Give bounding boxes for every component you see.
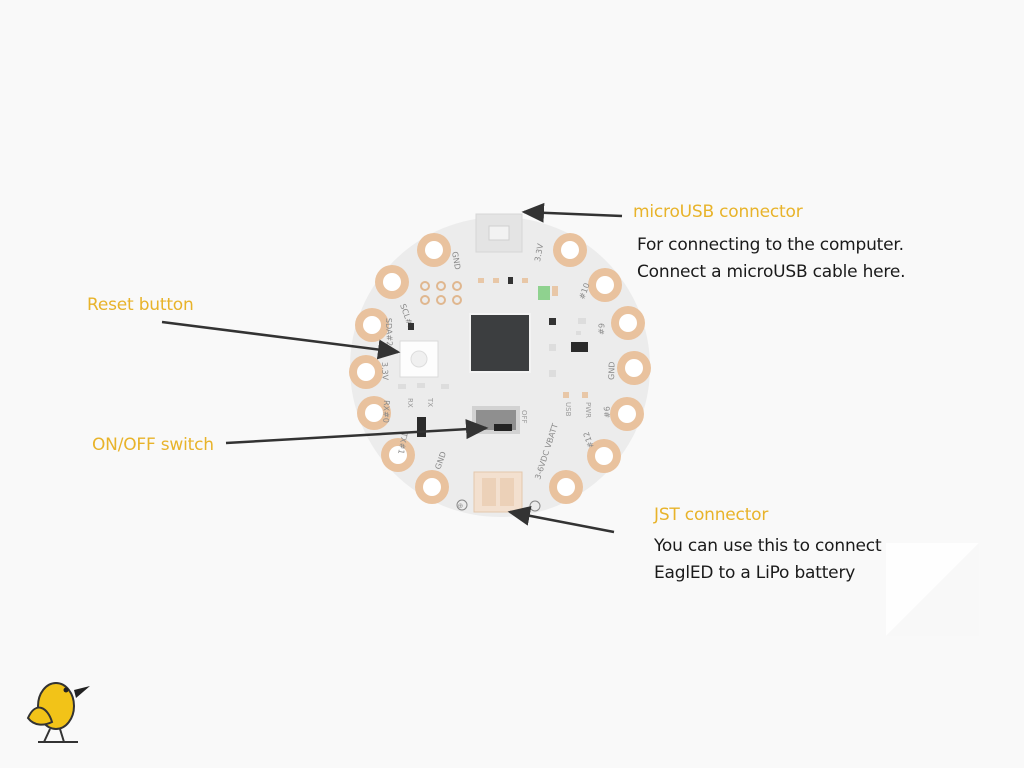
microusb-connector <box>475 213 523 253</box>
polarity-plus: ⊕ <box>458 502 464 510</box>
silk-tx: TX <box>426 397 434 407</box>
right-components <box>549 318 588 398</box>
switch-title: ON/OFF switch <box>92 435 214 455</box>
microusb-line-1: For connecting to the computer. <box>637 235 904 255</box>
onoff-switch-component <box>472 406 520 434</box>
pin-label: GND <box>450 251 462 271</box>
top-components <box>478 277 558 300</box>
microusb-line-2: Connect a microUSB cable here. <box>637 262 906 282</box>
jst-line-2: EaglED to a LiPo battery <box>654 563 856 583</box>
arrow-reset <box>161 320 401 360</box>
jst-connector-component: ⊕ <box>456 471 541 513</box>
pin-label: #6 <box>603 406 612 418</box>
yellow-bird-icon <box>26 682 90 743</box>
reset-button-component <box>399 323 439 378</box>
pin-label: 3.3V <box>380 362 390 381</box>
jst-line-1: You can use this to connect <box>654 536 882 556</box>
reset-title: Reset button <box>87 295 194 315</box>
arrow-jst <box>507 505 615 534</box>
silk-rx: RX <box>406 398 414 408</box>
pin-pads <box>349 233 651 504</box>
microusb-description: For connecting to the computer. Connect … <box>637 232 906 286</box>
pin-label: GND <box>607 361 617 380</box>
via-holes <box>420 281 462 305</box>
pin-label: SDA#2 <box>384 318 394 347</box>
pin-label: 3.3V <box>533 242 545 262</box>
pin-label: TX#1 <box>396 431 409 455</box>
pin-label: #9 <box>597 323 606 335</box>
jst-title: JST connector <box>654 505 769 525</box>
microusb-title: microUSB connector <box>633 202 803 222</box>
microcontroller-chip <box>469 313 531 373</box>
silk-pwr: PWR <box>584 402 592 418</box>
pin-label: RX#0 <box>381 400 391 423</box>
arrow-switch <box>225 419 489 445</box>
left-components <box>398 383 449 437</box>
jst-description: You can use this to connect EaglED to a … <box>654 533 882 587</box>
silk-off: OFF <box>520 410 528 424</box>
arrow-microusb <box>521 202 623 223</box>
silk-usb: USB <box>564 402 572 417</box>
